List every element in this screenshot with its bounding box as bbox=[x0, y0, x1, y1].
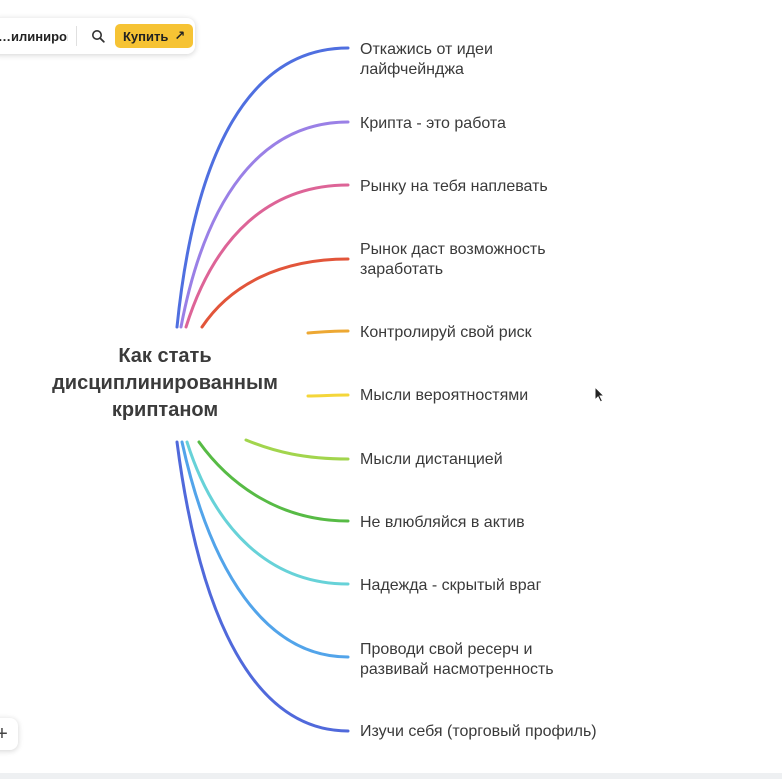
bottom-bar bbox=[0, 773, 782, 779]
mindmap-branch-node[interactable]: Контролируй свой риск bbox=[360, 324, 532, 341]
mindmap-branch-node[interactable]: Мысли вероятностями bbox=[360, 387, 529, 404]
branch-connector bbox=[175, 440, 350, 733]
branch-connector bbox=[197, 440, 350, 523]
search-icon[interactable] bbox=[85, 23, 111, 49]
arrow-up-right-icon: ↗ bbox=[174, 28, 186, 43]
mindmap-branch-node[interactable]: Изучи себя (торговый профиль) bbox=[360, 723, 597, 740]
mindmap-branch-node[interactable]: Рынок даст возможность заработать bbox=[360, 241, 546, 278]
toolbar-divider bbox=[76, 26, 77, 46]
mindmap-branch-node[interactable]: Откажись от идеи лайфчейнджа bbox=[360, 41, 493, 78]
mindmap-branch-node[interactable]: Рынку на тебя наплевать bbox=[360, 178, 548, 195]
mindmap-branch-node[interactable]: Мысли дистанцией bbox=[360, 451, 503, 468]
branch-connector bbox=[306, 393, 350, 398]
branch-connector bbox=[184, 183, 350, 329]
branch-connector bbox=[175, 46, 350, 329]
document-title[interactable]: …илиниров… bbox=[0, 28, 68, 44]
buy-button[interactable]: Купить ↗ bbox=[115, 24, 194, 48]
branch-connector bbox=[185, 440, 350, 586]
branch-connector bbox=[244, 438, 350, 461]
mindmap-branch-node[interactable]: Крипта - это работа bbox=[360, 115, 506, 132]
mindmap-branch-node[interactable]: Не влюбляйся в актив bbox=[360, 514, 525, 531]
branch-connector bbox=[179, 120, 350, 329]
branch-connector bbox=[180, 440, 350, 659]
branch-connector bbox=[306, 329, 350, 335]
mindmap-branch-node[interactable]: Проводи свой ресерч и развивай насмотрен… bbox=[360, 641, 554, 678]
mouse-cursor-icon bbox=[594, 386, 606, 403]
mindmap-branch-node[interactable]: Надежда - скрытый враг bbox=[360, 577, 542, 594]
zoom-in-button[interactable]: + bbox=[0, 718, 18, 750]
branch-connector bbox=[200, 257, 350, 329]
plus-icon: + bbox=[0, 722, 8, 745]
top-toolbar: …илиниров… Купить ↗ bbox=[0, 18, 195, 54]
mindmap-root-node[interactable]: Как стать дисциплинированным криптаном bbox=[52, 345, 278, 421]
buy-button-label: Купить bbox=[123, 28, 169, 44]
